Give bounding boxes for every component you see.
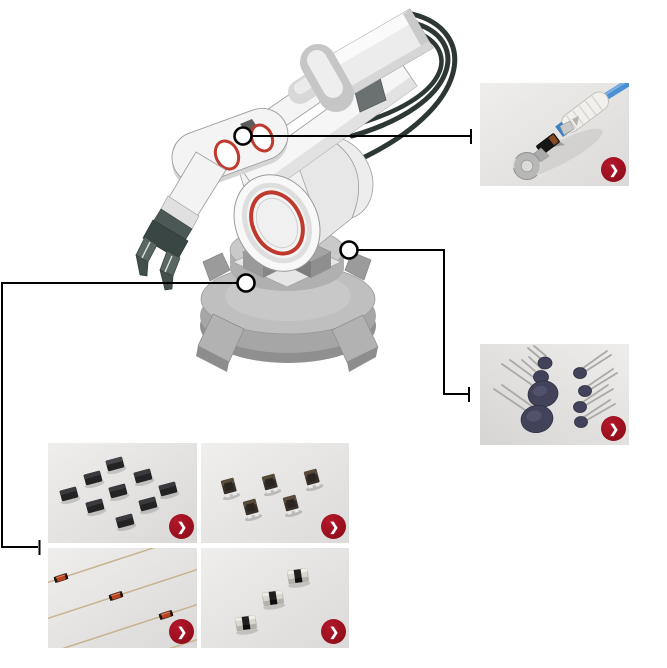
callout-lines <box>1 129 472 555</box>
thermistors-link-button[interactable]: ❯ <box>601 416 626 441</box>
card-smd-chip-beads[interactable]: ❯ <box>201 548 349 648</box>
chip-thermistors-link-button[interactable]: ❯ <box>169 514 194 539</box>
card-molded-smd-components[interactable]: ❯ <box>201 443 349 543</box>
hotspot-base-front <box>236 273 256 293</box>
chevron-right-icon: ❯ <box>608 421 620 436</box>
callout-line-chipgrid <box>1 282 246 548</box>
chevron-right-icon: ❯ <box>328 519 340 534</box>
sensor-link-button[interactable]: ❯ <box>601 157 626 182</box>
card-lead-disc-thermistors[interactable]: ❯ <box>480 344 629 445</box>
chip-beads-link-button[interactable]: ❯ <box>321 619 346 644</box>
robot-base <box>196 251 379 372</box>
white-smd-chip-with-black-band-photo <box>201 548 349 648</box>
hotspot-base-right <box>339 240 359 260</box>
robot-shoulder-joint <box>233 174 321 272</box>
smd-chip-thermistor-array-photo <box>48 443 197 543</box>
glass-thermistors-link-button[interactable]: ❯ <box>169 619 194 644</box>
ring-lug-temperature-sensor-photo <box>480 83 629 186</box>
card-ring-terminal-sensor[interactable]: ❯ <box>480 83 629 186</box>
chevron-right-icon: ❯ <box>176 624 188 639</box>
hotspot-elbow-joint <box>233 126 253 146</box>
molded-smd-link-button[interactable]: ❯ <box>321 514 346 539</box>
robot-gripper <box>135 151 227 291</box>
card-axial-glass-thermistors[interactable]: ❯ <box>48 548 197 648</box>
chevron-right-icon: ❯ <box>176 519 188 534</box>
chevron-right-icon: ❯ <box>328 624 340 639</box>
chevron-right-icon: ❯ <box>608 162 620 177</box>
callout-line-thermistors <box>349 249 468 395</box>
robot-cables <box>349 11 458 165</box>
hotspot-markers <box>233 126 359 293</box>
card-black-chip-thermistors[interactable]: ❯ <box>48 443 197 543</box>
robot-actuator-box <box>300 8 434 112</box>
molded-smd-package-photo <box>201 443 349 543</box>
